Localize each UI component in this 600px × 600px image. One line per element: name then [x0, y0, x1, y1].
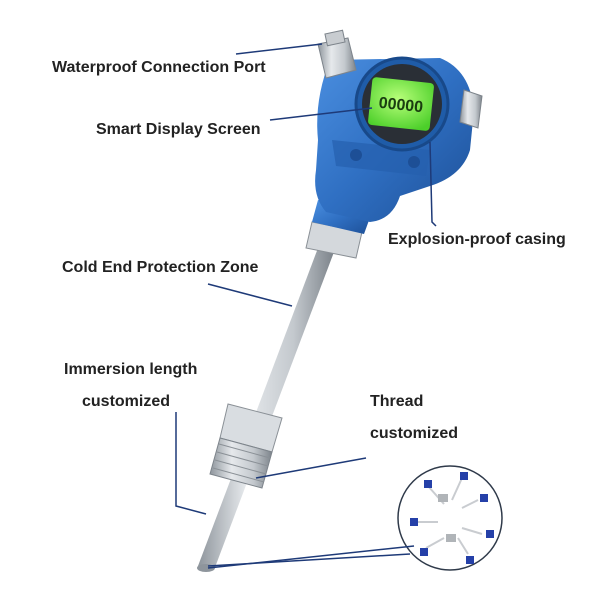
leader-sensor-2: [207, 545, 415, 569]
lcd-display: [354, 56, 450, 152]
label-thread-line1: Thread: [370, 393, 424, 410]
thread-fitting: [209, 403, 283, 489]
leader-cold-end: [207, 283, 293, 307]
label-immersion-line1: Immersion length: [64, 361, 198, 378]
head-neck-fitting: [305, 200, 372, 259]
label-cold-end: Cold End Protection Zone: [62, 259, 259, 276]
label-smart-display: Smart Display Screen: [96, 121, 261, 138]
probe-tube: [197, 248, 334, 572]
sensor-inset: [397, 465, 503, 571]
waterproof-port-gland: [317, 29, 483, 129]
leader-explosion-casing: [429, 141, 437, 227]
label-immersion-line2: customized: [82, 393, 171, 410]
label-thread-line2: customized: [370, 425, 459, 442]
leader-immersion-length: [175, 412, 207, 515]
label-explosion-casing: Explosion-proof casing: [388, 231, 566, 248]
label-waterproof-port: Waterproof Connection Port: [52, 59, 266, 76]
leader-lines: [175, 43, 437, 569]
lcd-reading: 00000: [378, 95, 424, 117]
leader-thread: [255, 457, 367, 479]
leader-smart-display: [269, 107, 373, 121]
leader-waterproof-port: [235, 43, 323, 55]
